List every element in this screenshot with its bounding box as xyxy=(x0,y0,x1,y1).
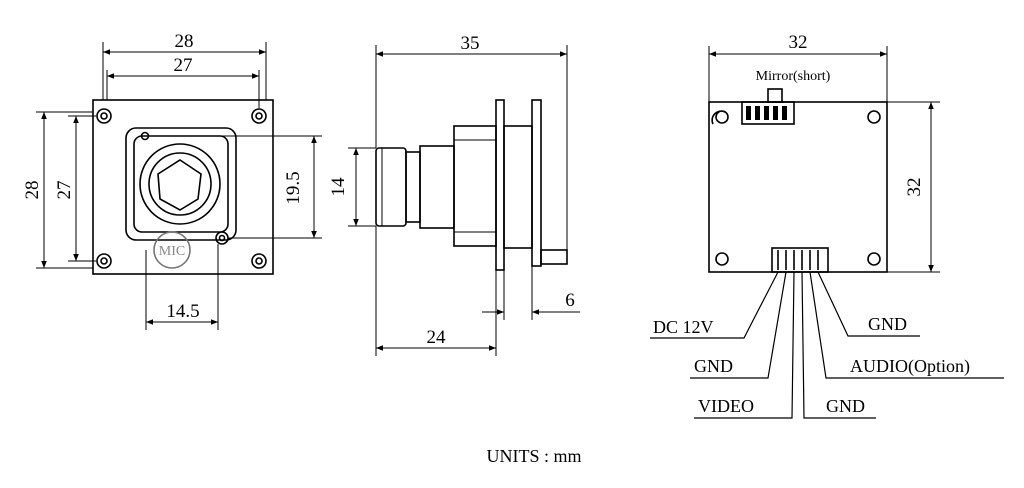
dim-length-base: 24 xyxy=(427,327,447,348)
lens-holder-outer xyxy=(125,127,237,241)
lens-inner-ring xyxy=(148,152,212,216)
mount-hole-bl xyxy=(96,253,112,269)
top-connector xyxy=(741,101,795,125)
lens-aperture xyxy=(157,159,202,211)
back-hole-br-ring xyxy=(867,252,881,266)
dim-back-width: 32 xyxy=(789,32,808,53)
dim-length-total: 35 xyxy=(461,33,480,54)
leader-gnd-3 xyxy=(817,271,920,337)
mount-hole-br xyxy=(251,253,267,269)
front-board-outline xyxy=(92,99,274,275)
mount-hole-tl-inner xyxy=(100,112,108,120)
top-connector-tab xyxy=(767,88,783,103)
lens-screw-br-inner xyxy=(218,234,226,242)
side-view xyxy=(348,45,580,356)
pin-label-video: VIDEO xyxy=(698,396,754,416)
pin-label-gnd-1: GND xyxy=(694,356,733,376)
back-hole-tr-ring xyxy=(867,110,881,124)
pin-label-gnd-2: GND xyxy=(826,396,865,416)
leader-audio xyxy=(809,271,1004,379)
leader-gnd-1 xyxy=(690,271,787,379)
front-board-side xyxy=(495,99,505,271)
connector-side xyxy=(540,249,568,265)
bottom-connector xyxy=(771,247,829,273)
lens-barrel-front xyxy=(375,147,407,227)
lens-barrel-body xyxy=(419,145,455,229)
leader-gnd-2 xyxy=(801,271,876,419)
pin-label-audio: AUDIO(Option) xyxy=(850,356,970,377)
dim-width-outer: 28 xyxy=(175,31,194,52)
lens-screw-br xyxy=(215,231,229,245)
mic-label: MIC xyxy=(159,244,185,259)
pin-leaders xyxy=(650,271,1004,419)
dim-board-thickness: 6 xyxy=(565,290,575,311)
back-hole-tl-ring xyxy=(715,110,729,124)
back-board-side xyxy=(531,99,542,267)
mount-hole-tr-inner xyxy=(255,112,263,120)
mount-hole-bl-inner xyxy=(100,257,108,265)
mic-circle xyxy=(153,231,191,269)
mount-hole-br-inner xyxy=(255,257,263,265)
spacer-side xyxy=(503,125,533,249)
mount-hole-tr xyxy=(251,108,267,124)
front-view xyxy=(36,42,322,330)
top-connector-pins xyxy=(746,106,787,120)
pin-label-dc: DC 12V xyxy=(653,317,714,337)
units-label: UNITS : mm xyxy=(486,446,581,466)
dim-mic-offset: 14.5 xyxy=(166,301,199,322)
lens-holder-side xyxy=(453,125,497,247)
back-hole-bl-ring xyxy=(715,252,729,266)
dim-height-outer: 28 xyxy=(22,181,43,200)
lens-barrel-ring xyxy=(405,151,421,223)
bottom-connector-pins xyxy=(777,250,819,270)
dim-height-inner: 27 xyxy=(54,181,75,200)
dim-lens-diameter: 14 xyxy=(328,177,349,197)
connector-label: Mirror(short) xyxy=(756,69,831,84)
dim-back-height: 32 xyxy=(904,178,925,197)
mount-hole-tl xyxy=(96,108,112,124)
leader-video xyxy=(694,271,795,419)
pin-label-gnd-3: GND xyxy=(868,314,907,334)
back-view xyxy=(650,46,1004,419)
dim-lens-offset: 19.5 xyxy=(283,171,304,204)
back-board-outline xyxy=(708,101,888,273)
dim-width-inner: 27 xyxy=(174,55,193,76)
lens-holder-inner xyxy=(133,135,229,233)
lens-outer-ring xyxy=(139,143,221,225)
leader-dc xyxy=(650,271,779,339)
